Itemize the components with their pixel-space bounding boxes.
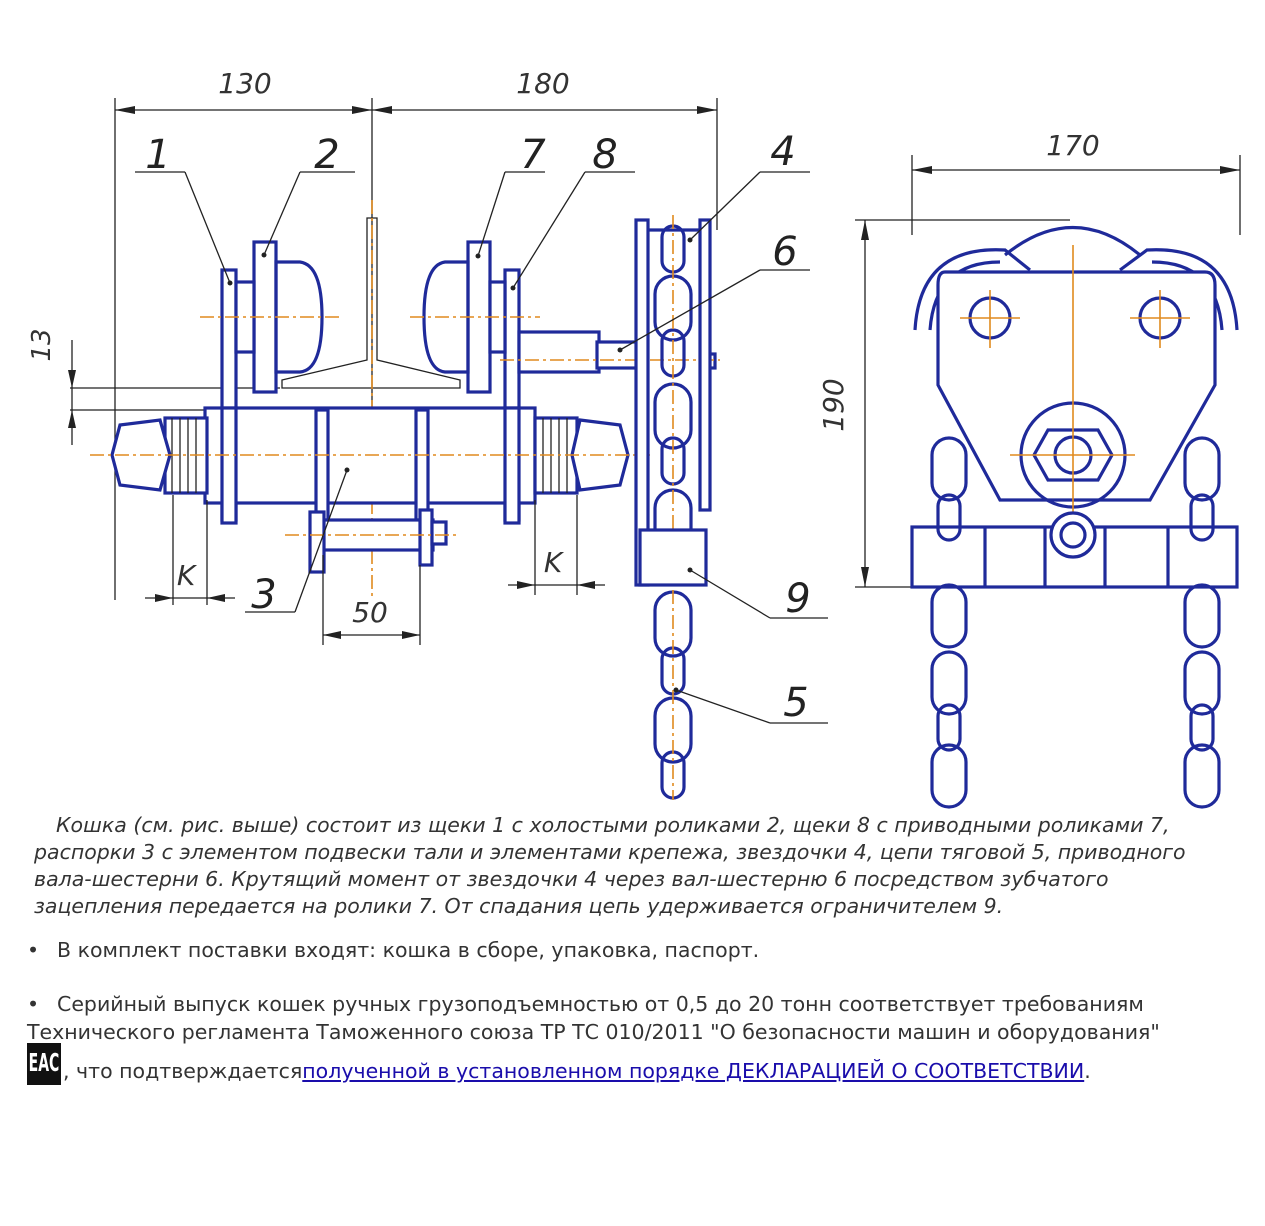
roller-top <box>1003 226 1142 257</box>
bullet-item-certification: •Серийный выпуск кошек ручных грузоподъе… <box>27 990 1242 1046</box>
callout-7: 7 <box>520 132 546 178</box>
front-chain-right <box>1183 436 1221 809</box>
dim-k-right: K <box>544 546 565 579</box>
dim-180-label: 180 <box>516 67 569 100</box>
bullet-text: В комплект поставки входят: кошка в сбор… <box>57 938 760 962</box>
callout-1: 1 <box>145 132 170 178</box>
callout-4: 4 <box>770 129 795 175</box>
callout-3: 3 <box>251 572 276 618</box>
dim-50-label: 50 <box>352 596 388 629</box>
dim-130-label: 130 <box>218 67 271 100</box>
chain-limiter-9 <box>638 528 708 587</box>
declaration-end: . <box>1084 1059 1091 1083</box>
dim-170-label: 170 <box>1046 129 1099 162</box>
declaration-link[interactable]: полученной в установленном порядке ДЕКЛА… <box>302 1059 1085 1083</box>
technical-drawing: 130 180 13 <box>27 67 1241 809</box>
eac-logo: EAC <box>27 1043 61 1085</box>
callout-6: 6 <box>772 229 797 275</box>
callout-8: 8 <box>592 132 617 178</box>
declaration-text: , что подтверждается <box>63 1059 303 1083</box>
callout-2: 2 <box>314 132 339 178</box>
dim-190-label: 190 <box>817 378 850 431</box>
dim-k-left: K <box>177 559 198 592</box>
front-chain-left <box>930 436 968 809</box>
callout-5: 5 <box>783 680 808 726</box>
declaration-line: EAC, что подтверждается полученной в уст… <box>27 1043 1091 1085</box>
bullet-item-delivery: • В комплект поставки входят: кошка в сбо… <box>27 936 1242 964</box>
drawing-caption: Кошка (см. рис. выше) состоит из щеки 1 … <box>34 812 1234 920</box>
dim-13-label: 13 <box>27 328 57 361</box>
drive-shaft-6 <box>517 330 601 374</box>
eac-logo-text: EAC <box>28 1049 60 1079</box>
rail-beam <box>281 217 461 389</box>
bullet-marker: • <box>27 938 40 962</box>
bullet-marker: • <box>27 992 40 1016</box>
caption-text: Кошка (см. рис. выше) состоит из щеки 1 … <box>34 813 1186 918</box>
bullet-text: Серийный выпуск кошек ручных грузоподъем… <box>27 992 1160 1044</box>
callout-9: 9 <box>785 576 810 622</box>
